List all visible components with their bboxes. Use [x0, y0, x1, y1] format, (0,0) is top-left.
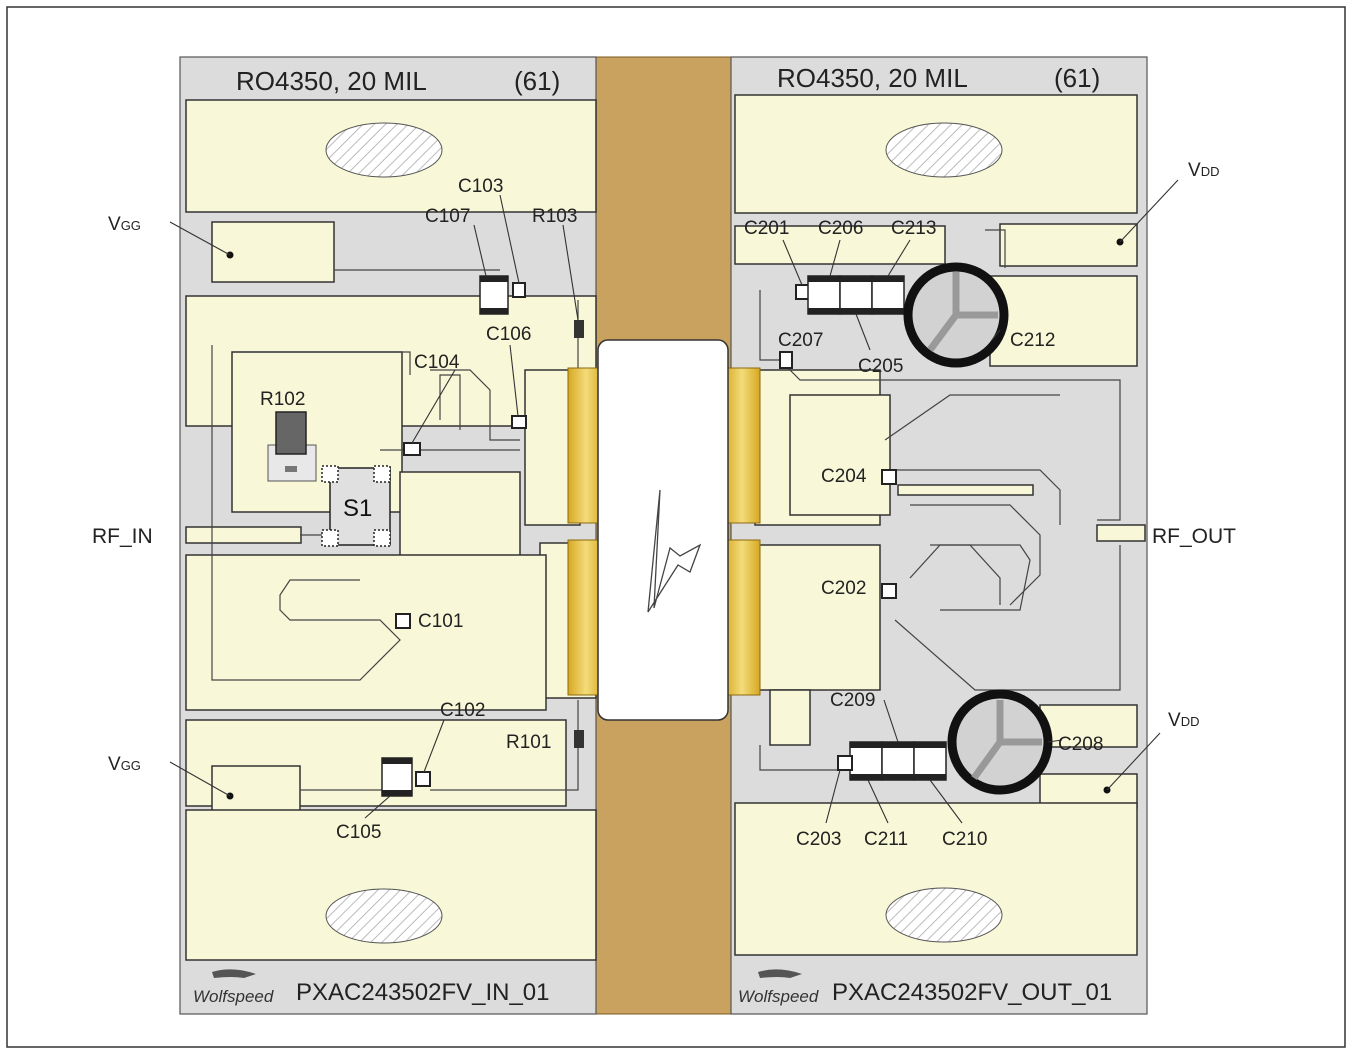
output-board: RO4350, 20 MIL (61) Wolfspeed PXAC243502… — [730, 56, 1148, 1015]
c106-body — [511, 415, 527, 429]
label-c103: C103 — [458, 176, 503, 197]
input-board-material: RO4350, 20 MIL — [236, 66, 427, 96]
logo-text: Wolfspeed — [193, 987, 274, 1006]
output-board-code: (61) — [1054, 63, 1100, 93]
c104-body — [403, 442, 421, 456]
label-c213: C213 — [891, 218, 936, 239]
vgg-top-label: VGG — [108, 214, 141, 235]
c208-capacitor-icon — [947, 689, 1053, 795]
label-c102: C102 — [440, 700, 485, 721]
input-components — [267, 275, 584, 797]
label-c105: C105 — [336, 822, 381, 843]
c101-body — [395, 613, 411, 629]
lightning-icon — [647, 489, 702, 613]
label-c101: C101 — [418, 611, 463, 632]
mounting-hole — [325, 122, 443, 178]
c206-body — [807, 275, 841, 315]
logo-text: Wolfspeed — [738, 987, 819, 1006]
label-c201: C201 — [744, 218, 789, 239]
port-labels: VGG VGG VDD VDD RF_IN RF_OUT — [92, 160, 1236, 775]
label-c203: C203 — [796, 829, 841, 850]
wolfspeed-logo-icon: Wolfspeed — [738, 969, 819, 1006]
label-r101: R101 — [506, 732, 551, 753]
c102-body — [415, 771, 431, 787]
mounting-hole — [885, 122, 1003, 178]
c202-body — [881, 583, 897, 599]
label-c104: C104 — [414, 352, 460, 373]
c207-body — [779, 351, 793, 369]
output-board-material: RO4350, 20 MIL — [777, 63, 968, 93]
label-c211: C211 — [864, 829, 908, 850]
vdd-bottom-label: VDD — [1168, 710, 1199, 731]
c204-body — [881, 469, 897, 485]
output-board-part-number: PXAC243502FV_OUT_01 — [832, 979, 1112, 1006]
label-c106: C106 — [486, 324, 531, 345]
transistor-package — [567, 339, 761, 721]
lead-output-upper — [723, 367, 761, 524]
label-r103: R103 — [532, 206, 577, 227]
input-board-part-number: PXAC243502FV_IN_01 — [296, 979, 550, 1006]
lead-output-lower — [723, 539, 761, 696]
rf-out-label: RF_OUT — [1152, 525, 1236, 548]
r103-body — [574, 320, 584, 338]
label-c204: C204 — [821, 466, 867, 487]
vgg-bottom-label: VGG — [108, 754, 141, 775]
label-c210: C210 — [942, 829, 987, 850]
input-board-code: (61) — [514, 66, 560, 96]
label-c107: C107 — [425, 206, 470, 227]
label-c212: C212 — [1010, 330, 1055, 351]
component-labels: C103 C107 R103 C104 C106 R102 S1 C101 C1… — [260, 176, 1103, 850]
output-components — [779, 262, 1053, 795]
label-c205: C205 — [858, 356, 903, 377]
c103-body — [512, 282, 526, 298]
label-c207: C207 — [778, 330, 823, 351]
label-r102: R102 — [260, 389, 305, 410]
mounting-hole — [885, 887, 1003, 943]
r102-body — [275, 411, 307, 455]
mounting-hole — [325, 888, 443, 944]
c212-capacitor-icon — [903, 262, 1009, 368]
label-c206: C206 — [818, 218, 863, 239]
r101-body — [574, 730, 584, 748]
label-c208: C208 — [1058, 734, 1103, 755]
c209-body — [849, 741, 883, 781]
label-c202: C202 — [821, 578, 866, 599]
rf-in-label: RF_IN — [92, 525, 153, 548]
package-lid — [597, 339, 729, 721]
c203-body — [837, 755, 853, 771]
vdd-top-label: VDD — [1188, 160, 1219, 181]
wolfspeed-logo-icon: Wolfspeed — [193, 969, 274, 1006]
label-c209: C209 — [830, 690, 875, 711]
label-s1: S1 — [343, 495, 372, 522]
